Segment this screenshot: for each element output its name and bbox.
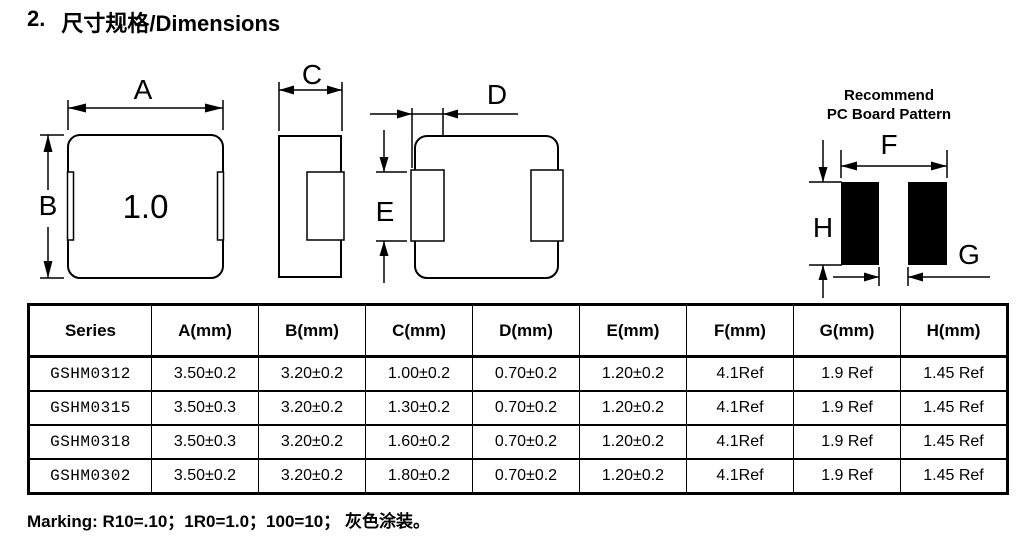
value-cell: 4.1Ref (686, 355, 794, 392)
value-cell: 4.1Ref (686, 458, 794, 495)
pcb-pad-left (841, 182, 879, 265)
dim-g-arrow (833, 267, 990, 286)
table-row: GSHM0312 3.50±0.2 3.20±0.2 1.00±0.2 0.70… (28, 355, 1008, 392)
terminal-left-bottom-view (410, 169, 445, 242)
value-cell: 0.70±0.2 (472, 458, 580, 495)
col-header-series: Series (28, 303, 152, 358)
col-header-h: H(mm) (900, 303, 1008, 358)
value-cell: 1.9 Ref (793, 424, 901, 460)
value-cell: 0.70±0.2 (472, 355, 580, 392)
col-header-g: G(mm) (793, 303, 901, 358)
table-header-row: Series A(mm) B(mm) C(mm) D(mm) E(mm) F(m… (28, 303, 1008, 358)
section-number: 2. (27, 6, 46, 31)
dim-b-arrow (40, 134, 64, 279)
dim-f-arrow (840, 150, 948, 178)
pcb-pattern-title-line1: Recommend (843, 87, 935, 104)
terminal-right-top-view (216, 171, 225, 241)
value-cell: 1.9 Ref (793, 390, 901, 426)
terminal-side-view (306, 171, 345, 241)
series-cell: GSHM0302 (28, 458, 152, 495)
col-header-b: B(mm) (258, 303, 366, 358)
dim-label-e: E (370, 198, 400, 226)
top-view-drawing (40, 100, 225, 279)
terminal-left-top-view (66, 171, 75, 241)
value-cell: 1.60±0.2 (365, 424, 473, 460)
value-cell: 0.70±0.2 (472, 390, 580, 426)
value-cell: 1.45 Ref (900, 458, 1008, 495)
value-cell: 3.20±0.2 (258, 424, 366, 460)
series-cell: GSHM0312 (28, 355, 152, 392)
table-row: GSHM0302 3.50±0.2 3.20±0.2 1.80±0.2 0.70… (28, 458, 1008, 495)
col-header-d: D(mm) (472, 303, 580, 358)
series-cell: GSHM0315 (28, 390, 152, 426)
value-cell: 1.45 Ref (900, 424, 1008, 460)
section-title: 2. 尺寸规格/Dimensions (27, 6, 280, 38)
dim-e-arrow (376, 130, 407, 283)
bottom-view-drawing (370, 108, 564, 283)
marking-note: Marking: R10=.10；1R0=1.0；100=10； 灰色涂装。 (27, 512, 430, 531)
value-cell: 3.50±0.2 (151, 458, 259, 495)
series-cell: GSHM0318 (28, 424, 152, 460)
value-cell: 3.20±0.2 (258, 458, 366, 495)
terminal-right-bottom-view (530, 169, 564, 242)
pcb-pattern-title-line2: PC Board Pattern (826, 106, 952, 123)
dim-a-arrow (67, 100, 224, 130)
value-cell: 3.50±0.3 (151, 424, 259, 460)
value-cell: 1.9 Ref (793, 458, 901, 495)
value-cell: 1.00±0.2 (365, 355, 473, 392)
value-cell: 3.20±0.2 (258, 390, 366, 426)
pcb-pattern-title: Recommend PC Board Pattern (795, 86, 983, 124)
table-row: GSHM0315 3.50±0.3 3.20±0.2 1.30±0.2 0.70… (28, 390, 1008, 426)
value-cell: 1.45 Ref (900, 355, 1008, 392)
value-cell: 3.50±0.2 (151, 355, 259, 392)
value-cell: 1.30±0.2 (365, 390, 473, 426)
dimensions-table: Series A(mm) B(mm) C(mm) D(mm) E(mm) F(m… (27, 303, 1009, 495)
value-cell: 4.1Ref (686, 424, 794, 460)
value-cell: 3.20±0.2 (258, 355, 366, 392)
dim-label-c: C (301, 59, 323, 90)
dimension-drawings (40, 82, 990, 298)
dim-label-g: G (958, 239, 980, 270)
col-header-f: F(mm) (686, 303, 794, 358)
value-cell: 1.9 Ref (793, 355, 901, 392)
value-cell: 1.80±0.2 (365, 458, 473, 495)
pcb-pad-right (908, 182, 947, 265)
value-cell: 3.50±0.3 (151, 390, 259, 426)
col-header-e: E(mm) (579, 303, 687, 358)
col-header-c: C(mm) (365, 303, 473, 358)
dim-label-d: D (486, 79, 508, 110)
pcb-pattern-drawing (809, 140, 990, 298)
dim-label-a: A (133, 74, 153, 105)
value-cell: 1.20±0.2 (579, 355, 687, 392)
dim-c-arrow (278, 82, 343, 131)
side-view-drawing (278, 82, 345, 278)
section-title-text: 尺寸规格/Dimensions (61, 11, 281, 36)
table-row: GSHM0318 3.50±0.3 3.20±0.2 1.60±0.2 0.70… (28, 424, 1008, 460)
part-marking-text: 1.0 (122, 188, 169, 225)
dim-label-h: H (808, 214, 838, 242)
value-cell: 1.20±0.2 (579, 390, 687, 426)
dim-label-f: F (880, 129, 898, 160)
value-cell: 4.1Ref (686, 390, 794, 426)
value-cell: 0.70±0.2 (472, 424, 580, 460)
dim-h-arrow (809, 140, 842, 298)
dim-label-b: B (34, 192, 62, 220)
col-header-a: A(mm) (151, 303, 259, 358)
value-cell: 1.20±0.2 (579, 424, 687, 460)
value-cell: 1.20±0.2 (579, 458, 687, 495)
value-cell: 1.45 Ref (900, 390, 1008, 426)
